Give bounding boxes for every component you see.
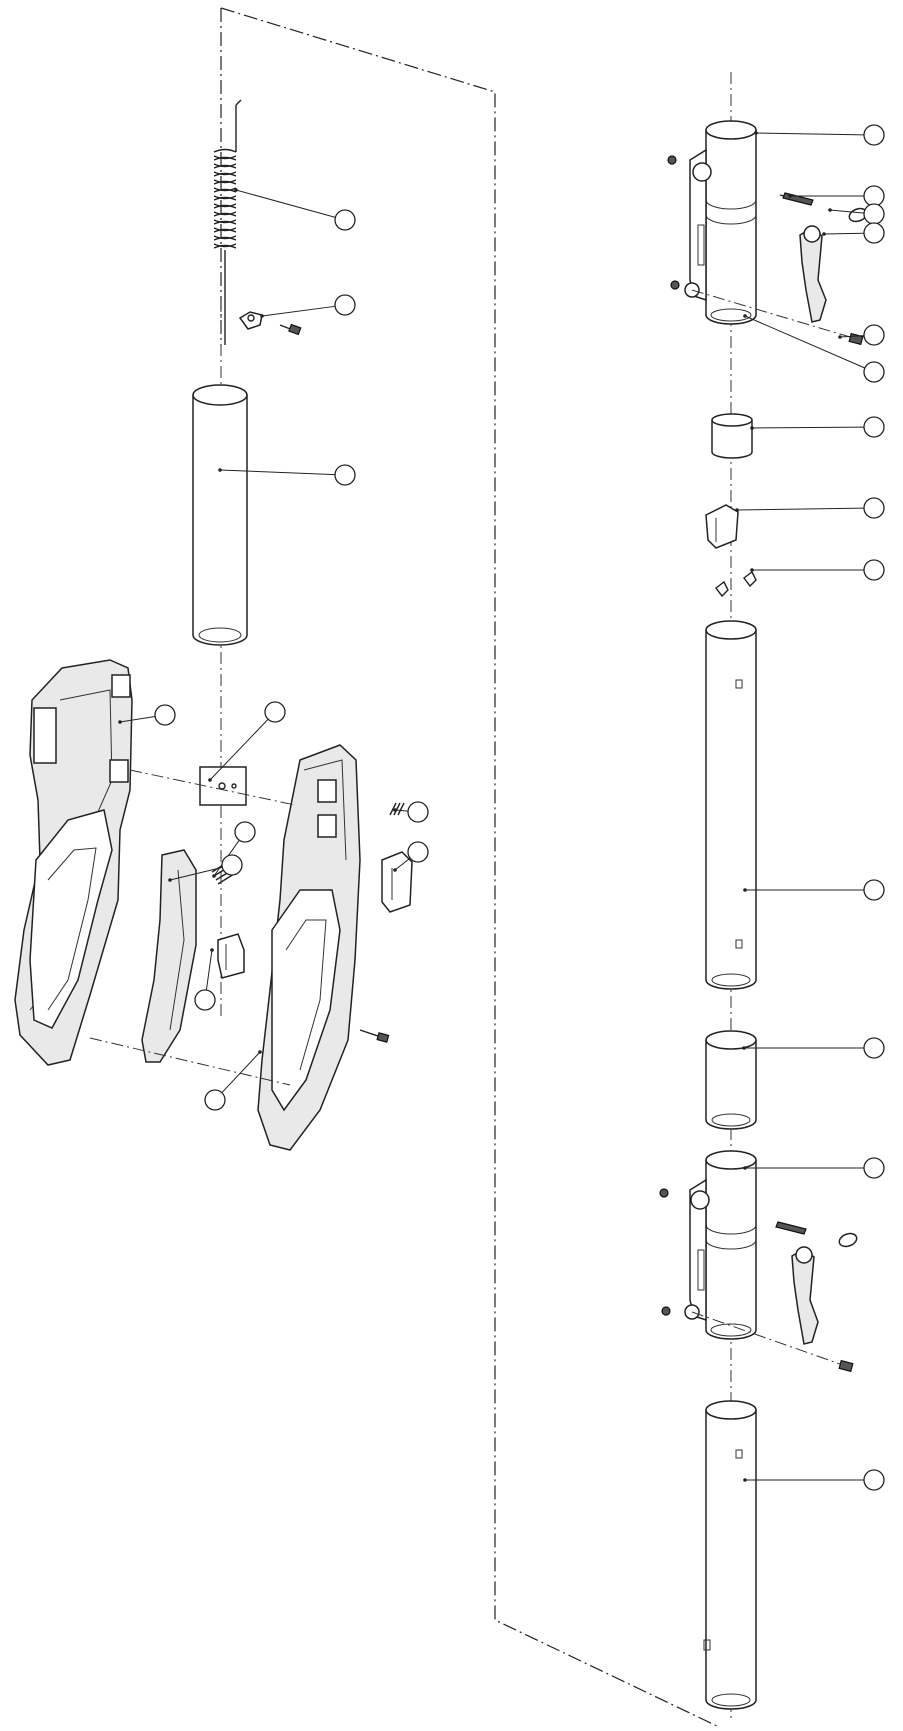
small-clips xyxy=(715,570,757,598)
callout-anchor-dot xyxy=(210,948,214,952)
callout-leader xyxy=(394,857,411,871)
callout-bubble xyxy=(334,294,356,316)
callout-leader xyxy=(235,189,336,218)
switch-plate xyxy=(199,766,247,806)
callout-bubble xyxy=(863,1157,885,1179)
cap-ring xyxy=(711,413,753,459)
clip-and-screw xyxy=(238,311,302,336)
callout-anchor-dot xyxy=(743,888,747,892)
callout-bubble xyxy=(863,222,885,244)
callout-leader xyxy=(736,507,865,511)
callout-bubble xyxy=(154,704,176,726)
callout-bubble xyxy=(863,1469,885,1491)
lower-clamp xyxy=(659,1150,858,1373)
switch xyxy=(217,933,245,979)
left-tube xyxy=(192,384,248,646)
callout-anchor-dot xyxy=(743,314,747,318)
callout-bubble xyxy=(863,497,885,519)
callout-bubble xyxy=(204,1089,226,1111)
callout-leader xyxy=(394,809,409,812)
callout-leader xyxy=(744,315,866,369)
handle-right-half xyxy=(257,744,390,1151)
callout-anchor-dot xyxy=(258,1050,262,1054)
callout-bubble xyxy=(334,209,356,231)
callout-bubble xyxy=(863,361,885,383)
callout-leader xyxy=(829,209,865,214)
callout-anchor-dot xyxy=(208,778,212,782)
callout-bubble xyxy=(407,841,429,863)
trigger xyxy=(141,849,197,1063)
callout-anchor-dot xyxy=(234,188,238,192)
handle-left-half xyxy=(14,659,133,1066)
callout-anchor-dot xyxy=(118,720,122,724)
callout-anchor-dot xyxy=(828,208,832,212)
callout-bubble xyxy=(863,416,885,438)
callout-bubble xyxy=(194,989,216,1011)
callout-anchor-dot xyxy=(754,131,758,135)
callout-bubble xyxy=(264,701,286,723)
callout-anchor-dot xyxy=(218,468,222,472)
callout-anchor-dot xyxy=(750,426,754,430)
callout-anchor-dot xyxy=(750,568,754,572)
callout-anchor-dot xyxy=(742,1046,746,1050)
guide-line xyxy=(89,1037,291,1086)
callout-leader xyxy=(261,305,336,317)
lock-button xyxy=(381,802,413,913)
callout-leader xyxy=(205,949,213,991)
callout-leader xyxy=(839,335,865,338)
callout-bubble xyxy=(407,801,429,823)
callout-leader xyxy=(169,866,223,881)
assembly-boundary xyxy=(220,7,718,1727)
callout-bubble xyxy=(221,854,243,876)
callout-anchor-dot xyxy=(260,314,264,318)
callout-anchor-dot xyxy=(788,194,792,198)
callout-leader xyxy=(751,426,865,429)
callout-bubble xyxy=(863,559,885,581)
callout-leader xyxy=(755,132,865,136)
callout-anchor-dot xyxy=(212,874,216,878)
callout-bubble xyxy=(863,1037,885,1059)
callout-leader xyxy=(823,232,865,235)
callout-bubble xyxy=(863,324,885,346)
callout-leader xyxy=(219,469,336,476)
callout-anchor-dot xyxy=(735,508,739,512)
callout-bubble xyxy=(863,185,885,207)
spring xyxy=(213,99,242,345)
callout-anchor-dot xyxy=(393,808,397,812)
lower-tube xyxy=(703,1400,757,1710)
callout-bubble xyxy=(863,203,885,225)
callout-anchor-dot xyxy=(393,868,397,872)
callout-leader xyxy=(221,1051,261,1094)
guide-line xyxy=(129,769,296,806)
callout-anchor-dot xyxy=(838,335,842,339)
callout-leader xyxy=(209,718,269,781)
callout-bubble xyxy=(863,879,885,901)
callout-leader xyxy=(119,716,156,723)
callout-anchor-dot xyxy=(822,232,826,236)
callout-group xyxy=(118,124,885,1491)
upper-tube xyxy=(705,620,757,990)
callout-anchor-dot xyxy=(743,1478,747,1482)
callout-anchor-dot xyxy=(168,878,172,882)
callout-bubble xyxy=(234,821,256,843)
callout-bubble xyxy=(334,464,356,486)
middle-collar xyxy=(705,1030,757,1130)
button-clip xyxy=(705,504,739,549)
upper-clamp xyxy=(667,120,868,346)
callout-bubble xyxy=(863,124,885,146)
callout-anchor-dot xyxy=(743,1166,747,1170)
